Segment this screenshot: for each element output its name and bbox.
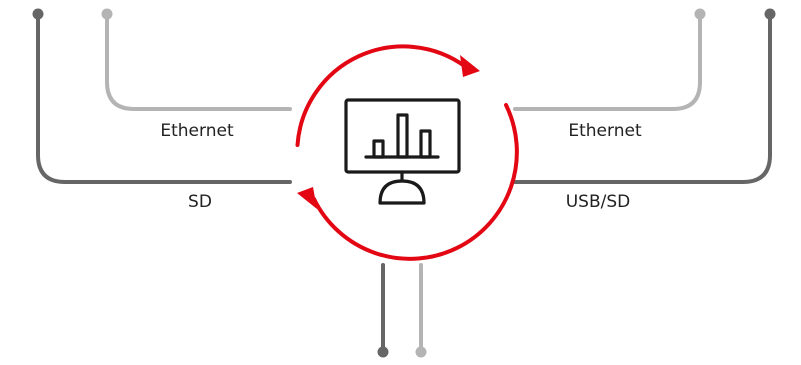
chart-bar-1	[372, 139, 385, 159]
left-ethernet-endpoint	[101, 8, 113, 20]
sync-arrows-icon	[295, 44, 519, 261]
bottom-light-line	[415, 263, 427, 358]
sync-arrowhead-lower	[297, 187, 317, 209]
right-ethernet-endpoint	[694, 8, 706, 20]
chart-bar-3	[419, 129, 432, 159]
left-sd-endpoint	[32, 8, 44, 20]
right-ethernet-label: Ethernet	[568, 121, 642, 141]
chart-bar-2	[396, 113, 409, 159]
left-ethernet-line	[101, 8, 292, 111]
right-usb-sd-label: USB/SD	[566, 192, 631, 212]
sync-arrowhead-upper	[460, 55, 480, 77]
monitor-chart-icon	[344, 98, 461, 205]
right-usb-sd-endpoint	[764, 8, 776, 20]
bottom-dark-line	[377, 263, 389, 358]
monitor-screen	[344, 98, 461, 174]
bottom-light-endpoint	[415, 346, 427, 358]
left-sd-line	[32, 8, 292, 184]
right-ethernet-line	[513, 8, 706, 111]
left-sd-label: SD	[188, 192, 212, 212]
left-ethernet-label: Ethernet	[160, 121, 234, 141]
right-usb-sd-line	[513, 8, 776, 184]
sync-arc-lower	[312, 103, 519, 261]
sync-arc-upper	[295, 44, 468, 147]
monitor-base	[378, 179, 426, 205]
bottom-dark-endpoint	[377, 346, 389, 358]
